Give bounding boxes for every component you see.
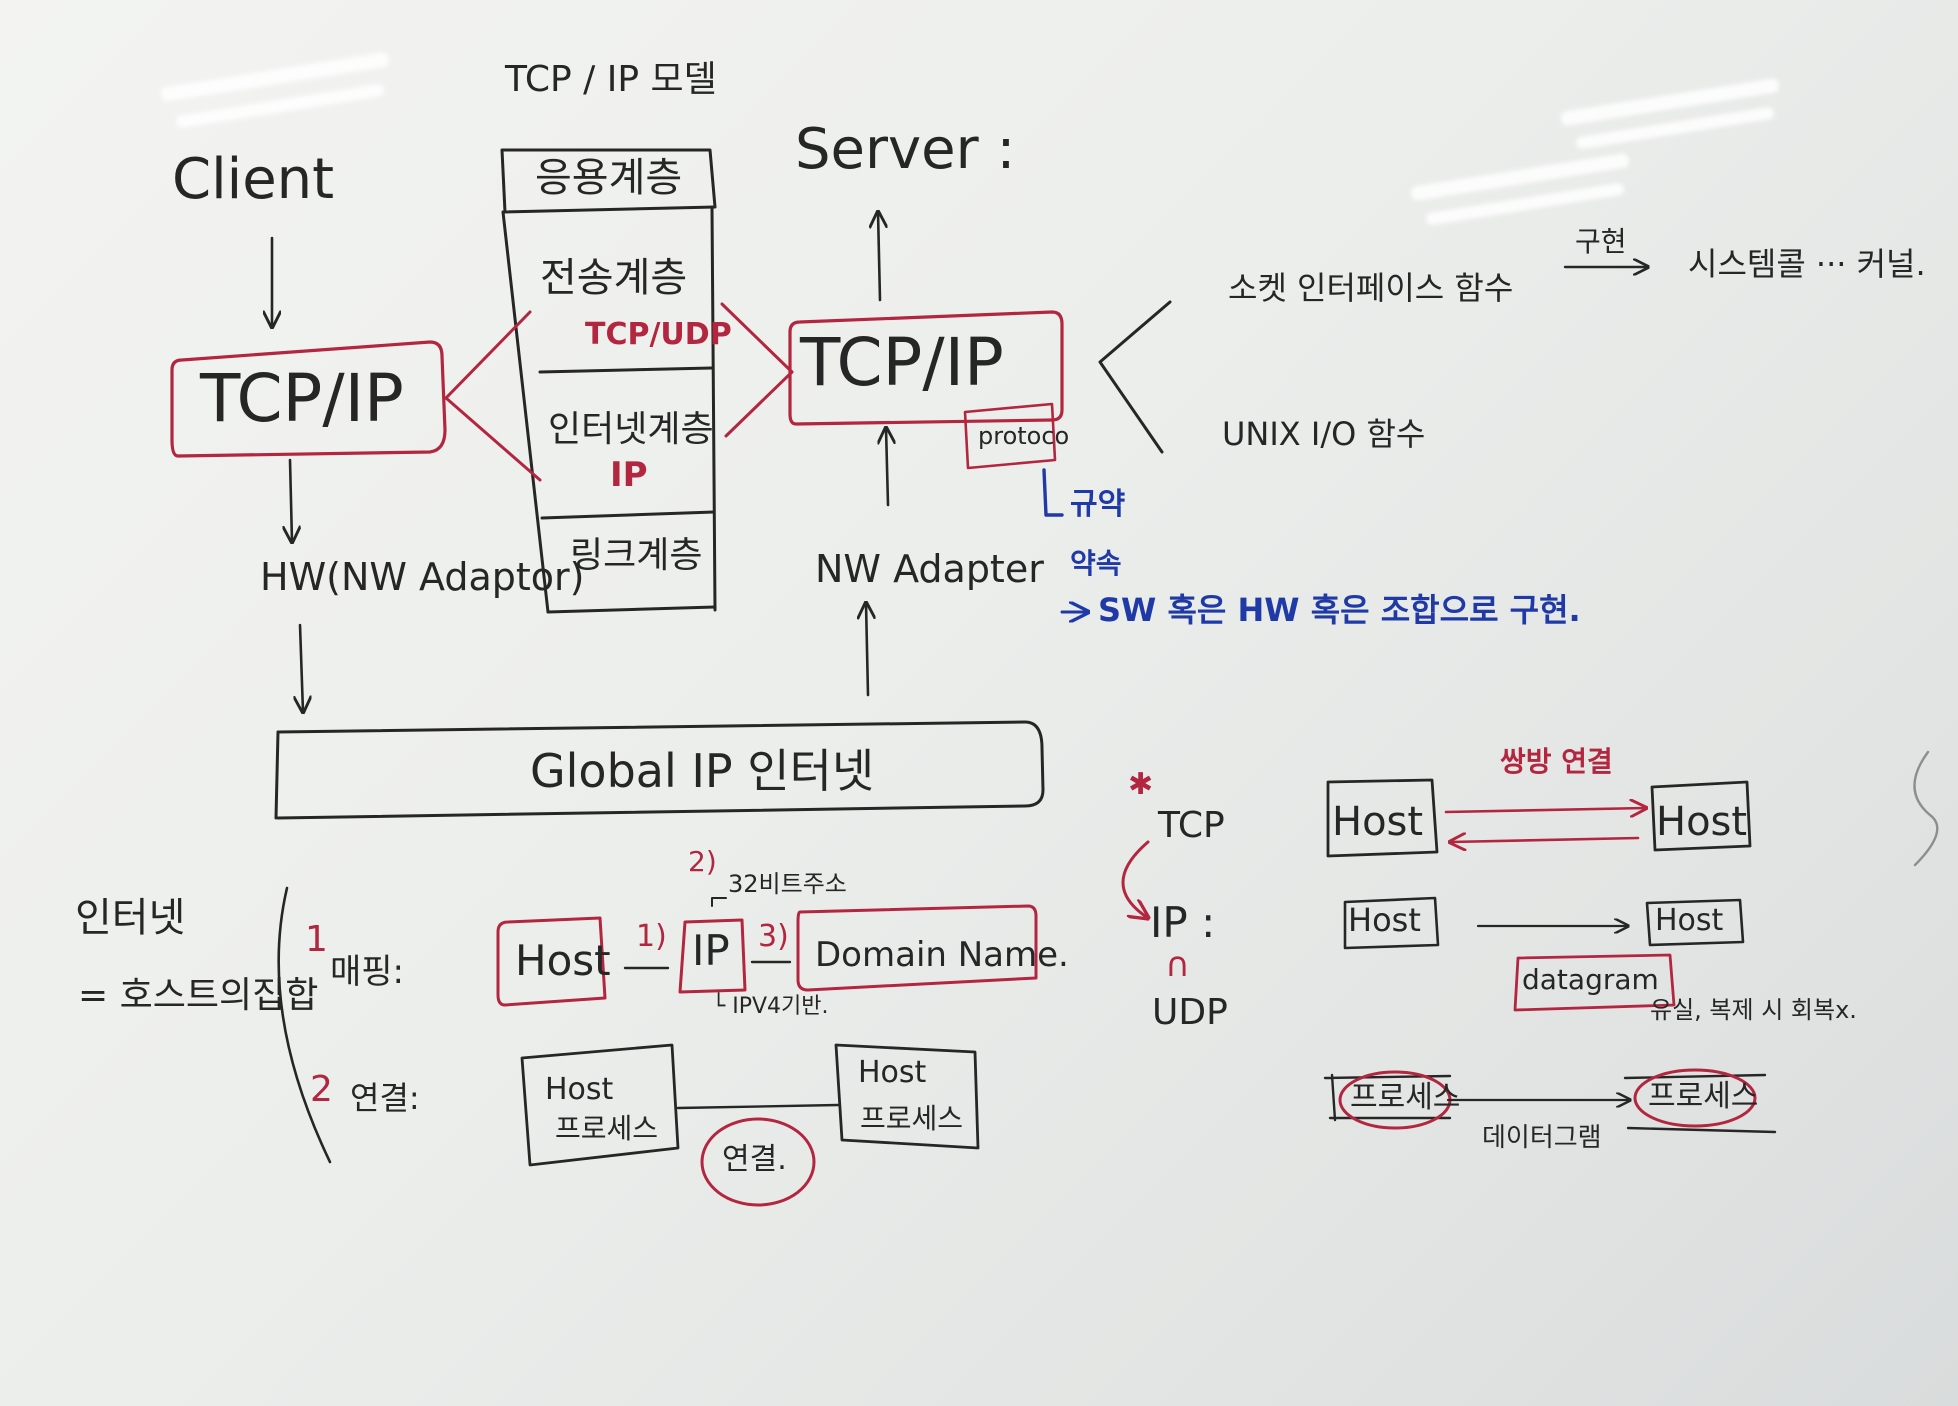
mapping-step-3: 3)	[758, 919, 789, 954]
server-tcpip-box-label: TCP/IP	[800, 324, 1004, 401]
server-label: Server :	[795, 117, 1016, 182]
server-diagram	[720, 212, 1648, 697]
protocol-note-implementation: SW 혹은 HW 혹은 조합으로 구현.	[1098, 591, 1581, 629]
mapping-ipv4-based: └ IPV4기반.	[712, 994, 829, 1019]
ip-datagram-label: datagram	[1522, 963, 1659, 996]
tcp-host-b: Host	[1656, 799, 1748, 845]
connection-host-a: Host	[545, 1072, 614, 1107]
server-nw-adapter: NW Adapter	[815, 547, 1044, 591]
ip-label: IP :	[1150, 898, 1216, 947]
udp-datagram-label: 데이터그램	[1482, 1123, 1602, 1153]
socket-interface-functions: 소켓 인터페이스 함수	[1228, 269, 1514, 307]
udp-process-a: 프로세스	[1350, 1080, 1461, 1115]
connection-process-b: 프로세스	[860, 1102, 964, 1135]
udp-label: UDP	[1152, 992, 1228, 1033]
layer-internet: 인터넷계층	[548, 409, 714, 450]
model-title: TCP / IP 모델	[505, 59, 717, 100]
system-call-kernel: 시스템콜 ··· 커널.	[1688, 245, 1926, 283]
mapping-number: 1	[305, 919, 328, 960]
client-hw-adaptor: HW(NW Adaptor)	[260, 555, 585, 599]
layer-transport: 전송계층	[540, 255, 688, 301]
udp-process-b: 프로세스	[1648, 1079, 1759, 1114]
tcp-bidirectional-label: 쌍방 연결	[1500, 745, 1613, 778]
protocol-note-rule: 규약	[1070, 487, 1126, 522]
client-tcpip-box-label: TCP/IP	[200, 360, 404, 437]
internet-mapping	[277, 886, 1038, 1164]
mapping-host: Host	[515, 936, 611, 985]
ip-udp-cap: ∩	[1165, 945, 1190, 985]
layer-transport-protocol: TCP/UDP	[585, 317, 732, 352]
tcp-star: ✱	[1128, 767, 1154, 802]
protocol-tag: protoco	[978, 422, 1070, 450]
internet-title: 인터넷	[75, 895, 186, 941]
ip-host-b: Host	[1655, 903, 1724, 938]
connection-circle-label: 연결.	[722, 1142, 787, 1177]
tcpip-model-column	[500, 148, 717, 614]
ip-host-a: Host	[1348, 901, 1421, 939]
mapping-32bit-address: 32비트주소	[728, 870, 847, 898]
mapping-step-1: 1)	[636, 919, 667, 954]
client-label: Client	[172, 147, 335, 212]
protocol-note-promise: 약속	[1070, 547, 1122, 580]
layer-application: 응용계층	[535, 155, 683, 201]
ip-loss-note: 유실, 복제 시 회복x.	[1650, 996, 1857, 1024]
implementation-arrow-label: 구현	[1575, 225, 1627, 258]
mapping-step-2: 2)	[688, 845, 717, 878]
connection-host-b: Host	[858, 1055, 927, 1090]
protocol-comparison	[1121, 778, 1777, 1134]
tcp-host-a: Host	[1332, 799, 1424, 845]
layer-link: 링크계층	[570, 535, 703, 576]
tcp-label: TCP	[1158, 805, 1225, 846]
mapping-domain-name: Domain Name.	[815, 935, 1069, 975]
internet-connection	[520, 1043, 980, 1207]
mapping-ip: IP	[692, 926, 730, 975]
connection-number: 2	[310, 1069, 333, 1110]
mapping-label: 매핑:	[330, 952, 405, 992]
connection-process-a: 프로세스	[555, 1112, 659, 1145]
unix-io-functions: UNIX I/O 함수	[1222, 415, 1426, 453]
internet-definition: = 호스트의집합	[78, 975, 319, 1016]
margin-scribble	[1913, 750, 1939, 867]
global-ip-bar	[274, 720, 1045, 820]
connection-label: 연결:	[350, 1079, 420, 1117]
global-ip-internet-label: Global IP 인터넷	[530, 744, 875, 798]
layer-internet-protocol: IP	[610, 455, 648, 495]
client-diagram	[170, 236, 542, 712]
